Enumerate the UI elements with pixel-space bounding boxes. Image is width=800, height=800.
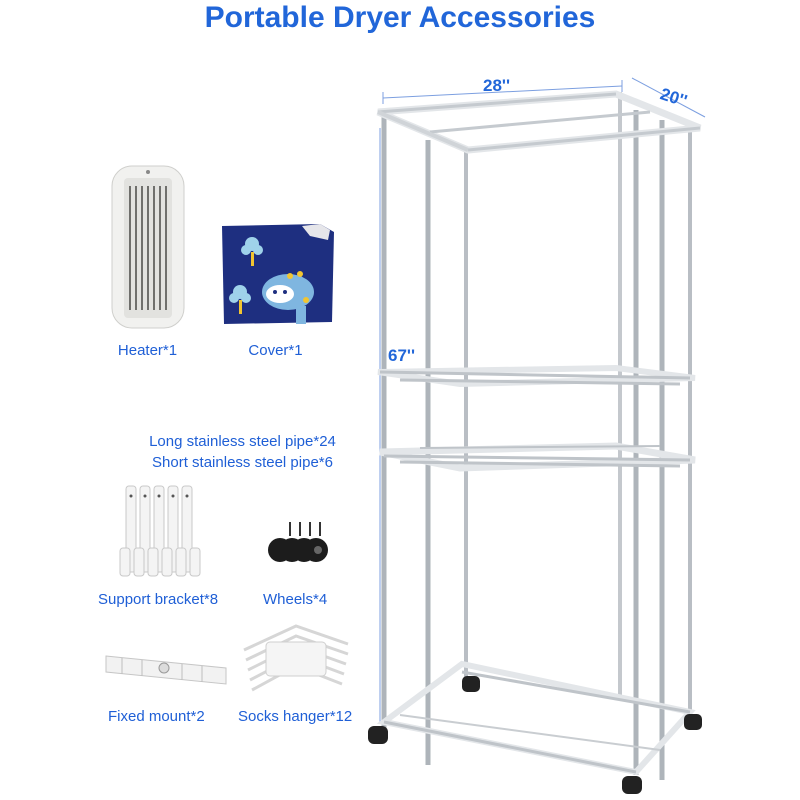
fixed-mount-label: Fixed mount*2 (108, 708, 205, 725)
width-dimension-label: 28'' (483, 76, 510, 95)
short-pipe-label: Short stainless steel pipe*6 (152, 454, 333, 471)
fixed-mount-image (105, 655, 227, 685)
socks-hanger-label: Socks hanger*12 (238, 708, 353, 725)
heater-label: Heater*1 (117, 342, 178, 359)
heater-image (111, 165, 185, 329)
height-dimension-label: 67'' (388, 346, 415, 365)
long-pipe-label: Long stainless steel pipe*24 (149, 433, 336, 450)
cover-image (222, 224, 334, 324)
stainless-pipes-image (100, 392, 352, 431)
page-title: Portable Dryer Accessories (204, 1, 596, 34)
support-bracket-label: Support bracket*8 (98, 591, 219, 608)
cover-label: Cover*1 (248, 342, 303, 359)
wheels-label: Wheels*4 (263, 591, 328, 608)
socks-hanger-image (243, 624, 349, 692)
wheels-image (268, 522, 328, 562)
support-bracket-image (119, 485, 201, 577)
